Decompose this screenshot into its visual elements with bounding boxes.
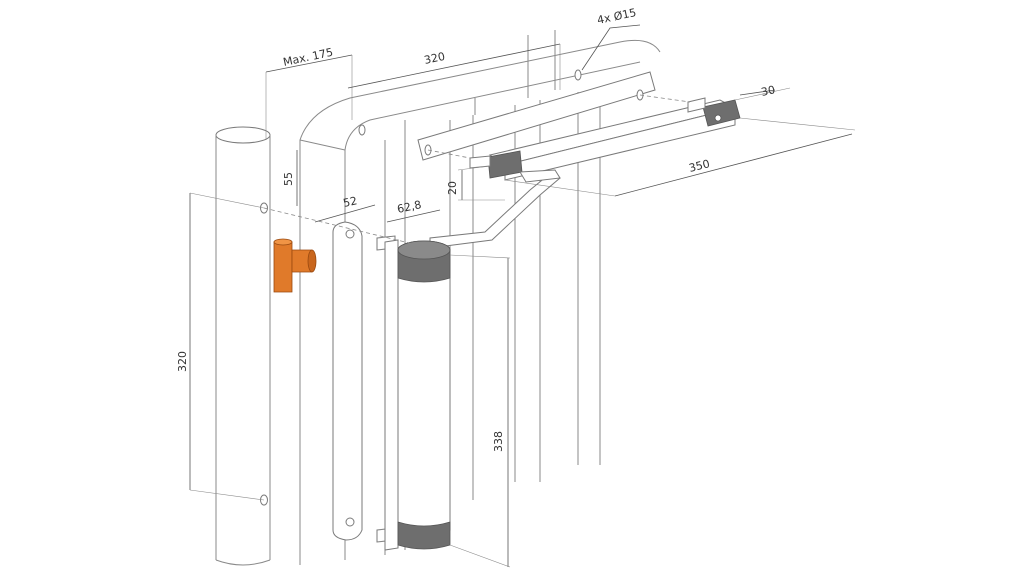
- dim-arm-width-label: 30: [760, 83, 776, 99]
- dim-arm-height-label: 20: [446, 181, 459, 195]
- dim-plate-width-label: 52: [342, 194, 358, 210]
- closer-cylinder: [384, 239, 451, 551]
- closer-arm: [469, 97, 741, 181]
- dim-max-offset-label: Max. 175: [282, 46, 334, 69]
- dim-closer-depth-label: 62,8: [396, 198, 423, 216]
- dim-closer-height-label: 338: [492, 431, 505, 452]
- dim-bracket-offset-label: 55: [282, 172, 295, 186]
- gate-post: [215, 126, 271, 566]
- dim-plate-length-label: 320: [423, 50, 446, 67]
- link-arm: [429, 169, 561, 249]
- centre-lines: [263, 94, 691, 249]
- cylinder-bottom-cap: [397, 521, 451, 550]
- dim-post-spacing-label: 320: [176, 351, 189, 372]
- dimension-lines: [189, 24, 856, 568]
- orange-post-fitting: [273, 238, 317, 293]
- dim-holes-label: 4x Ø15: [596, 6, 638, 27]
- dim-arm-length-label: 350: [688, 157, 712, 175]
